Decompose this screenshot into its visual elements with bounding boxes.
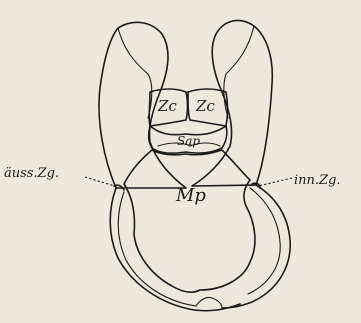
- outer-ring-left-inner: [118, 192, 196, 306]
- label-mp: Mp: [175, 185, 206, 206]
- label-zc-right: Zc: [195, 97, 215, 115]
- mp-central-body: [124, 150, 255, 292]
- label-inn-zg: inn.Zg.: [294, 173, 341, 188]
- bottom-notch: [196, 297, 222, 308]
- label-sap: Sap: [177, 134, 200, 148]
- inn-zg-leader: [258, 178, 292, 186]
- left-lobe-inner-line: [118, 28, 152, 118]
- outer-ring-left: [110, 188, 240, 311]
- outer-ring-right-inner: [248, 188, 280, 294]
- label-zc-left: Zc: [157, 97, 177, 115]
- label-auss-zg: äuss.Zg.: [4, 166, 59, 181]
- right-lobe-inner-line: [224, 26, 254, 118]
